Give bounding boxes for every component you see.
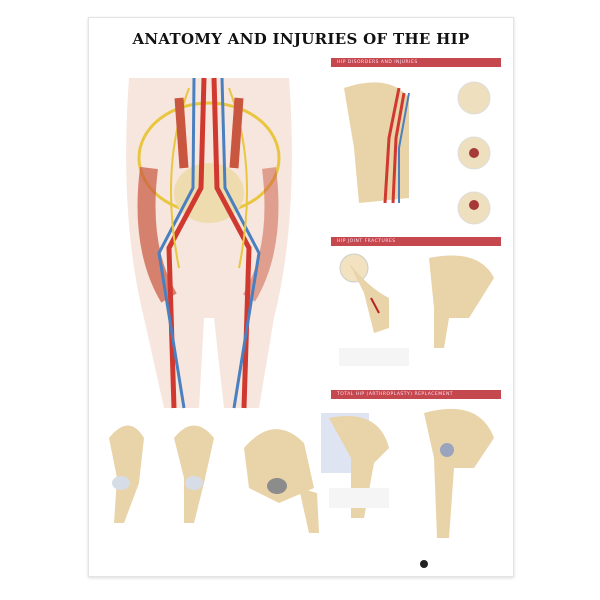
section-header-replacement: TOTAL HIP (ARTHROPLASTY) REPLACEMENT [331,390,501,399]
hip-joint-views [109,425,319,533]
poster-title: ANATOMY AND INJURIES OF THE HIP [132,30,470,48]
anatomy-poster: ANATOMY AND INJURIES OF THE HIP HIP DISO… [88,17,514,577]
publisher-logo [420,560,428,568]
section-header-disorders: HIP DISORDERS AND INJURIES [331,58,501,67]
illustrations [109,77,494,568]
replacement-illustration [321,408,494,538]
disorders-illustration [344,81,491,225]
fractures-illustration [339,253,494,366]
main-anatomy-illustration [126,77,292,409]
section-header-fractures: HIP JOINT FRACTURES [331,237,501,246]
